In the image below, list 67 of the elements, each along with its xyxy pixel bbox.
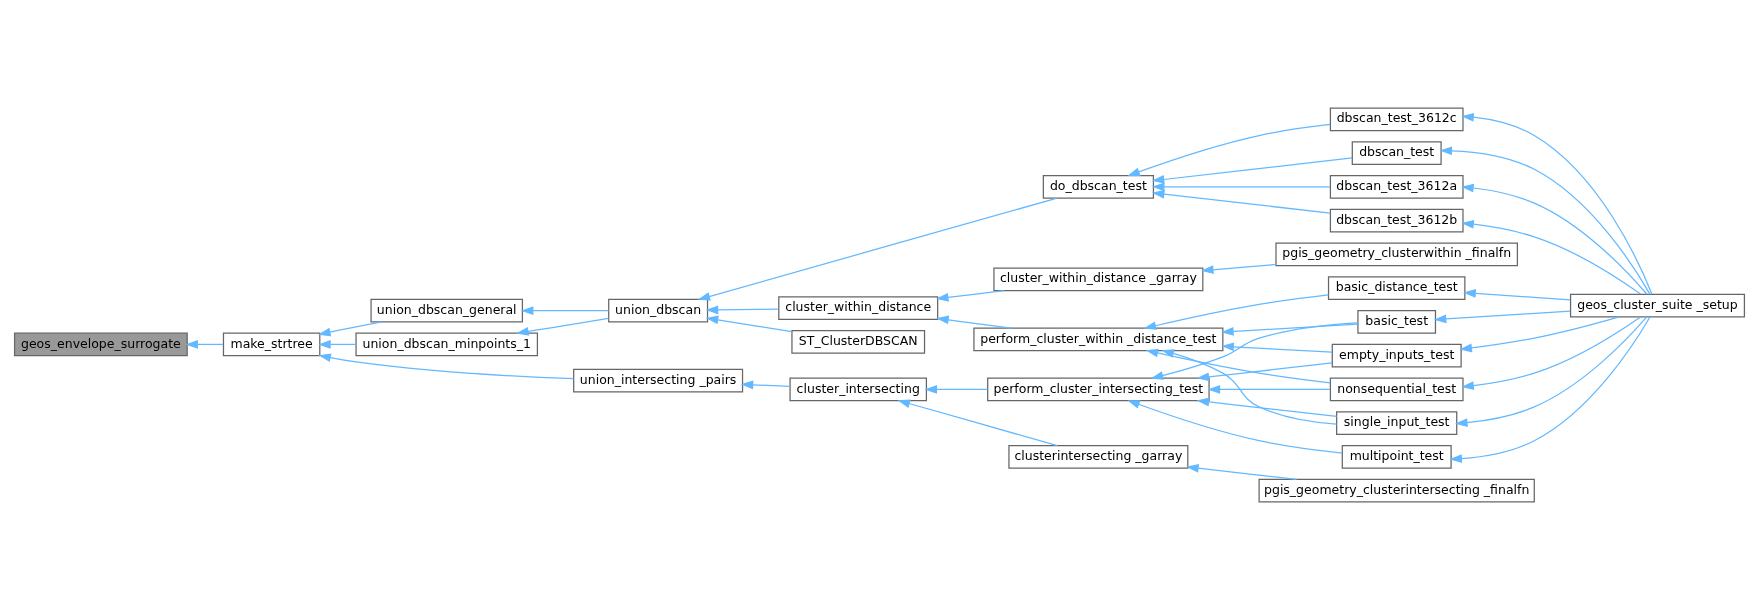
node-box: dbscan_test_3612a (1329, 174, 1464, 199)
arrow (1150, 321, 1359, 380)
node-box: dbscan_test_3612b (1329, 208, 1464, 232)
node-box: do_dbscan_test (1042, 174, 1155, 199)
node-box: union_dbscan (608, 298, 709, 322)
node-box: dbscan_test_3612c (1329, 106, 1464, 131)
arrow (1186, 463, 1298, 480)
arrow (520, 305, 610, 315)
arrow (1196, 397, 1338, 417)
arrow (1221, 341, 1333, 353)
node-box: nonsequential_test (1329, 377, 1464, 401)
node-box: cluster_intersecting (789, 377, 928, 401)
arrow (1151, 181, 1331, 191)
arrow (516, 317, 610, 336)
node-box: clusterintersecting _garray (1008, 444, 1189, 469)
node-box: empty_inputs_test (1331, 343, 1462, 368)
arrow (936, 289, 1005, 302)
node-box: single_input_test (1336, 410, 1458, 435)
arrow (185, 339, 224, 349)
node-box: basic_test (1357, 309, 1437, 334)
arrow (1449, 316, 1651, 463)
node-box: ST_ClusterDBSCAN (791, 329, 926, 354)
node-box: multipoint_test (1341, 444, 1452, 469)
node-box: union_dbscan_minpoints_1 (355, 332, 539, 356)
node-box: perform_cluster_intersecting_test (987, 377, 1210, 401)
arrow (740, 379, 791, 389)
arrow (1151, 156, 1353, 184)
arrow (1461, 112, 1653, 295)
node-box: pgis_geometry_clusterintersecting _finalfn (1258, 478, 1535, 503)
arrow (318, 339, 357, 349)
arrow (705, 305, 779, 314)
arrow (697, 197, 1058, 301)
arrow (1152, 189, 1331, 214)
arrow (1459, 315, 1620, 352)
arrow (1196, 361, 1333, 381)
node-box: make_strtree (222, 332, 321, 356)
node-box: basic_distance_test (1327, 275, 1466, 300)
arrow (1127, 399, 1343, 454)
arrow (1127, 123, 1331, 176)
arrow (318, 352, 575, 379)
arrow (1161, 348, 1338, 425)
arrow (318, 320, 383, 336)
arrow (1461, 219, 1642, 295)
arrow (1221, 323, 1358, 336)
node-box: cluster_within_distance _garray (993, 266, 1204, 291)
node-box: union_intersecting _pairs (573, 368, 744, 393)
arrow (1201, 263, 1277, 274)
arrow (1143, 293, 1329, 330)
arrow (924, 384, 988, 394)
node-box: cluster_within_distance (778, 295, 939, 320)
node-box: union_dbscan_general (370, 298, 524, 322)
arrow (1461, 315, 1642, 390)
arrow (1463, 288, 1571, 300)
node-box: geos_cluster_suite _setup (1569, 293, 1746, 317)
arrow (1439, 145, 1651, 295)
node-box: perform_cluster_within _distance_test (973, 327, 1224, 351)
arrow (1433, 309, 1571, 323)
arrow (1461, 183, 1648, 295)
arrow (705, 315, 793, 332)
arrow (897, 398, 1058, 446)
arrow (1145, 348, 1331, 383)
arrow (936, 315, 1012, 329)
node-box: pgis_geometry_clusterwithin _finalfn (1275, 241, 1518, 266)
arrow (1207, 384, 1331, 394)
arrow (1455, 316, 1648, 427)
node-box: dbscan_test (1351, 140, 1442, 165)
node-box: geos_envelope_surrogate (13, 332, 188, 356)
